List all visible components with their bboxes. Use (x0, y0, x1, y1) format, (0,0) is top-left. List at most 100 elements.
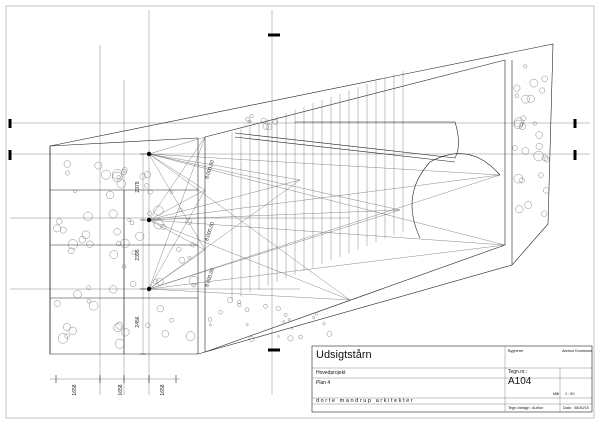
perforation-hole (190, 242, 196, 248)
perforation-hole (298, 334, 303, 340)
perforation-hole (185, 331, 196, 341)
perforation-hole (73, 189, 77, 193)
perforation-hole (106, 190, 115, 199)
perforation-hole (108, 209, 118, 219)
perforation-hole (322, 322, 326, 326)
perforation-hole (135, 231, 145, 241)
perforation-hole (523, 64, 528, 69)
perforation-hole (53, 300, 61, 307)
perforation-hole (535, 131, 543, 139)
sightline-ray (148, 174, 501, 221)
project-phase: Hovedprojekt (316, 370, 346, 376)
perforation-hole (178, 257, 186, 264)
perforation-hole (532, 121, 537, 126)
perforation-hole (244, 307, 250, 312)
perforation-hole (116, 240, 122, 247)
perforation-hole (156, 278, 164, 286)
sightline-ray (148, 288, 351, 301)
perforation-hole (109, 285, 118, 294)
perforation-hole (73, 290, 82, 299)
perforation-hole (86, 299, 92, 304)
sightline-ray (148, 136, 206, 155)
section-markers (8, 33, 577, 352)
perforation-hole (129, 220, 135, 225)
perforation-hole (88, 301, 99, 311)
perforation-hole (535, 142, 543, 150)
perforation-hole (513, 117, 524, 128)
perforation-hole (68, 247, 75, 254)
perforation-hole (112, 169, 123, 180)
perforation-hole (67, 239, 78, 250)
perforation-hole (116, 175, 121, 179)
perforation-hole (121, 328, 130, 337)
perforation-hole (64, 333, 70, 339)
sightline-ray (148, 209, 401, 221)
perforation-hole (521, 147, 530, 155)
sheet-border (5, 5, 595, 419)
handrail (234, 121, 459, 163)
perforation-hole (81, 230, 90, 239)
perforation-hole (68, 326, 77, 335)
perforation-hole (101, 169, 111, 180)
perforation-hole (187, 255, 192, 260)
dim-vertical-2: 2395 (135, 249, 141, 260)
date-value: 06/30/15 (574, 406, 589, 410)
perforation-hole (277, 335, 280, 338)
perforation-hole (169, 190, 174, 194)
perforation-hole (161, 330, 169, 338)
perforation-hole (65, 170, 70, 176)
sightline-ray (148, 136, 206, 290)
drawing-title: Udsigtstårn (316, 349, 372, 361)
sightline-ray (148, 219, 206, 251)
scale-value: 1 : 50 (565, 392, 575, 396)
perforation-hole (314, 312, 319, 316)
perforation-hole (113, 228, 121, 236)
perforation-hole (524, 201, 532, 209)
perforation-hole (538, 172, 544, 178)
perforation-hole (272, 119, 278, 125)
sightline-ray (148, 179, 301, 290)
perforation-hole (114, 338, 125, 349)
vertical-dimension-chain: 2379 2395 2456 (135, 153, 146, 355)
perforation-hole (245, 323, 249, 326)
perforation-hole (541, 154, 548, 161)
perforation-hole (57, 333, 69, 344)
perforation-hole (178, 208, 183, 212)
perforation-hole (53, 224, 61, 233)
perforation-hole (290, 327, 293, 330)
dim-diagonal-3: 8.000,00 (204, 267, 216, 288)
perforation-hole (127, 218, 132, 222)
perforation-hole (116, 179, 126, 189)
client-label: Bygherre (508, 349, 523, 353)
tower-outline (49, 43, 554, 355)
stair-treads (231, 71, 404, 300)
perforation-hole (86, 285, 91, 290)
perforation-hole (56, 218, 63, 225)
perforation-holes (53, 64, 550, 349)
sightline-ray (148, 153, 506, 246)
perforation-hole (144, 171, 151, 178)
perforation-hole (113, 323, 122, 332)
grid-lines (10, 10, 590, 395)
sightline-rays (148, 136, 506, 301)
perforation-hole (130, 280, 137, 287)
perforation-hole (63, 323, 71, 331)
perforation-hole (153, 205, 164, 216)
perforation-hole (282, 320, 285, 323)
perforation-hole (147, 211, 152, 216)
perforation-hole (521, 94, 530, 104)
perforation-hole (112, 171, 123, 183)
sightline-ray (148, 219, 506, 246)
perforation-hole (169, 318, 174, 323)
dim-diagonal-1: 8.000,00 (204, 159, 216, 180)
perforation-hole (513, 119, 523, 129)
dim-vertical-1: 2379 (135, 181, 141, 192)
perforation-hole (237, 300, 242, 304)
perforation-hole (249, 114, 254, 118)
perforation-hole (541, 210, 548, 217)
dim-horizontal-2: 1658 (118, 384, 124, 395)
perforation-hole (109, 250, 118, 259)
sightline-ray (148, 244, 506, 290)
perforation-hole (541, 75, 548, 82)
drawing-number: A104 (508, 376, 532, 387)
